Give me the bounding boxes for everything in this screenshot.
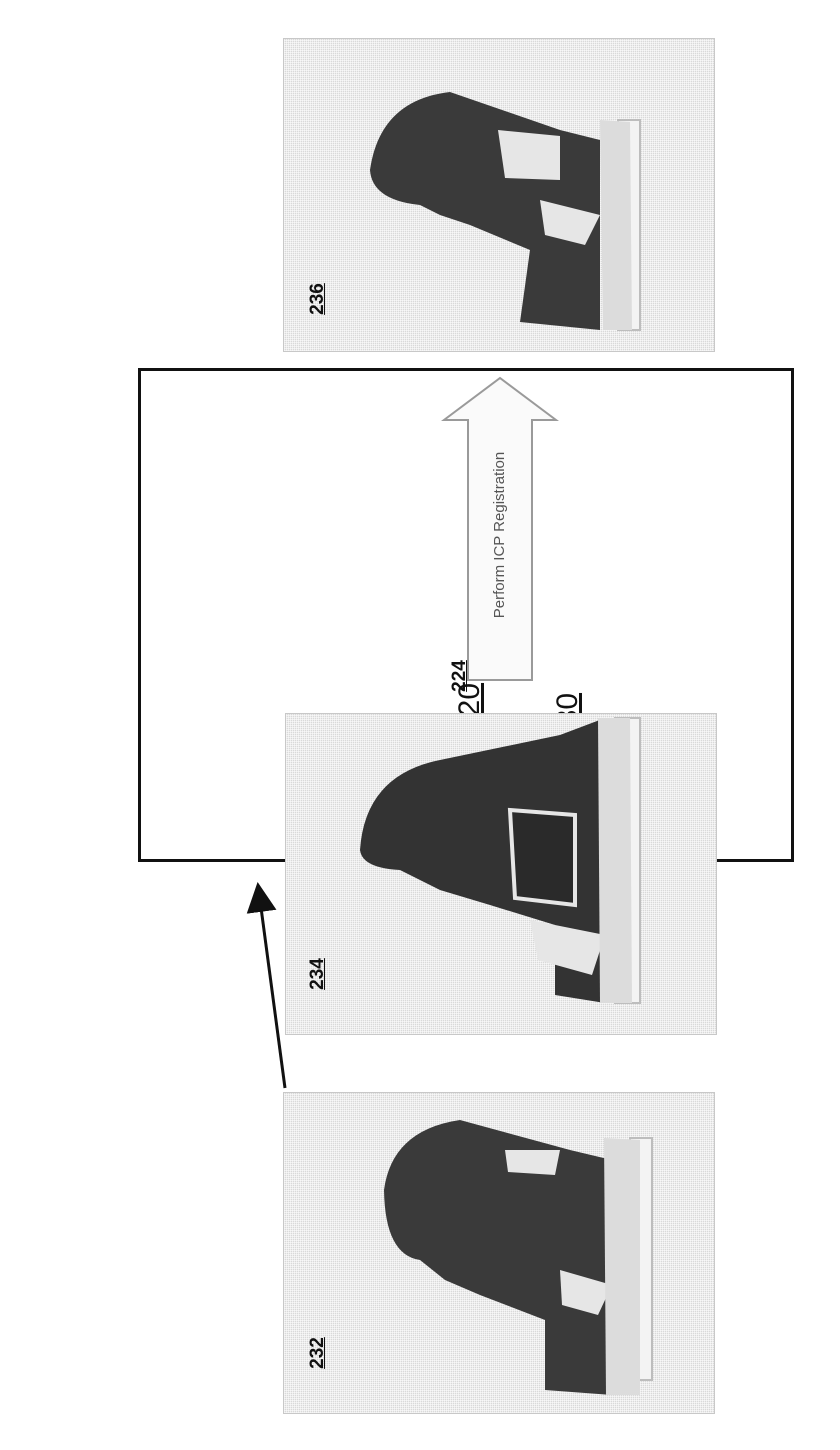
scan-panel-236: [283, 38, 715, 352]
step-ref-label: 224: [449, 660, 470, 692]
step-text: Perform ICP Registration: [491, 451, 508, 619]
input-arrow: [246, 882, 287, 1089]
shoe-scan-232: [384, 1120, 653, 1395]
panel-label-232: 232: [307, 1337, 328, 1369]
panel-label-234: 234: [307, 958, 328, 990]
panel-label-236: 236: [307, 283, 328, 315]
shoe-scan-234: [360, 717, 641, 1004]
icp-step-arrow: [441, 376, 559, 681]
shoe-scan-236: [370, 92, 641, 331]
